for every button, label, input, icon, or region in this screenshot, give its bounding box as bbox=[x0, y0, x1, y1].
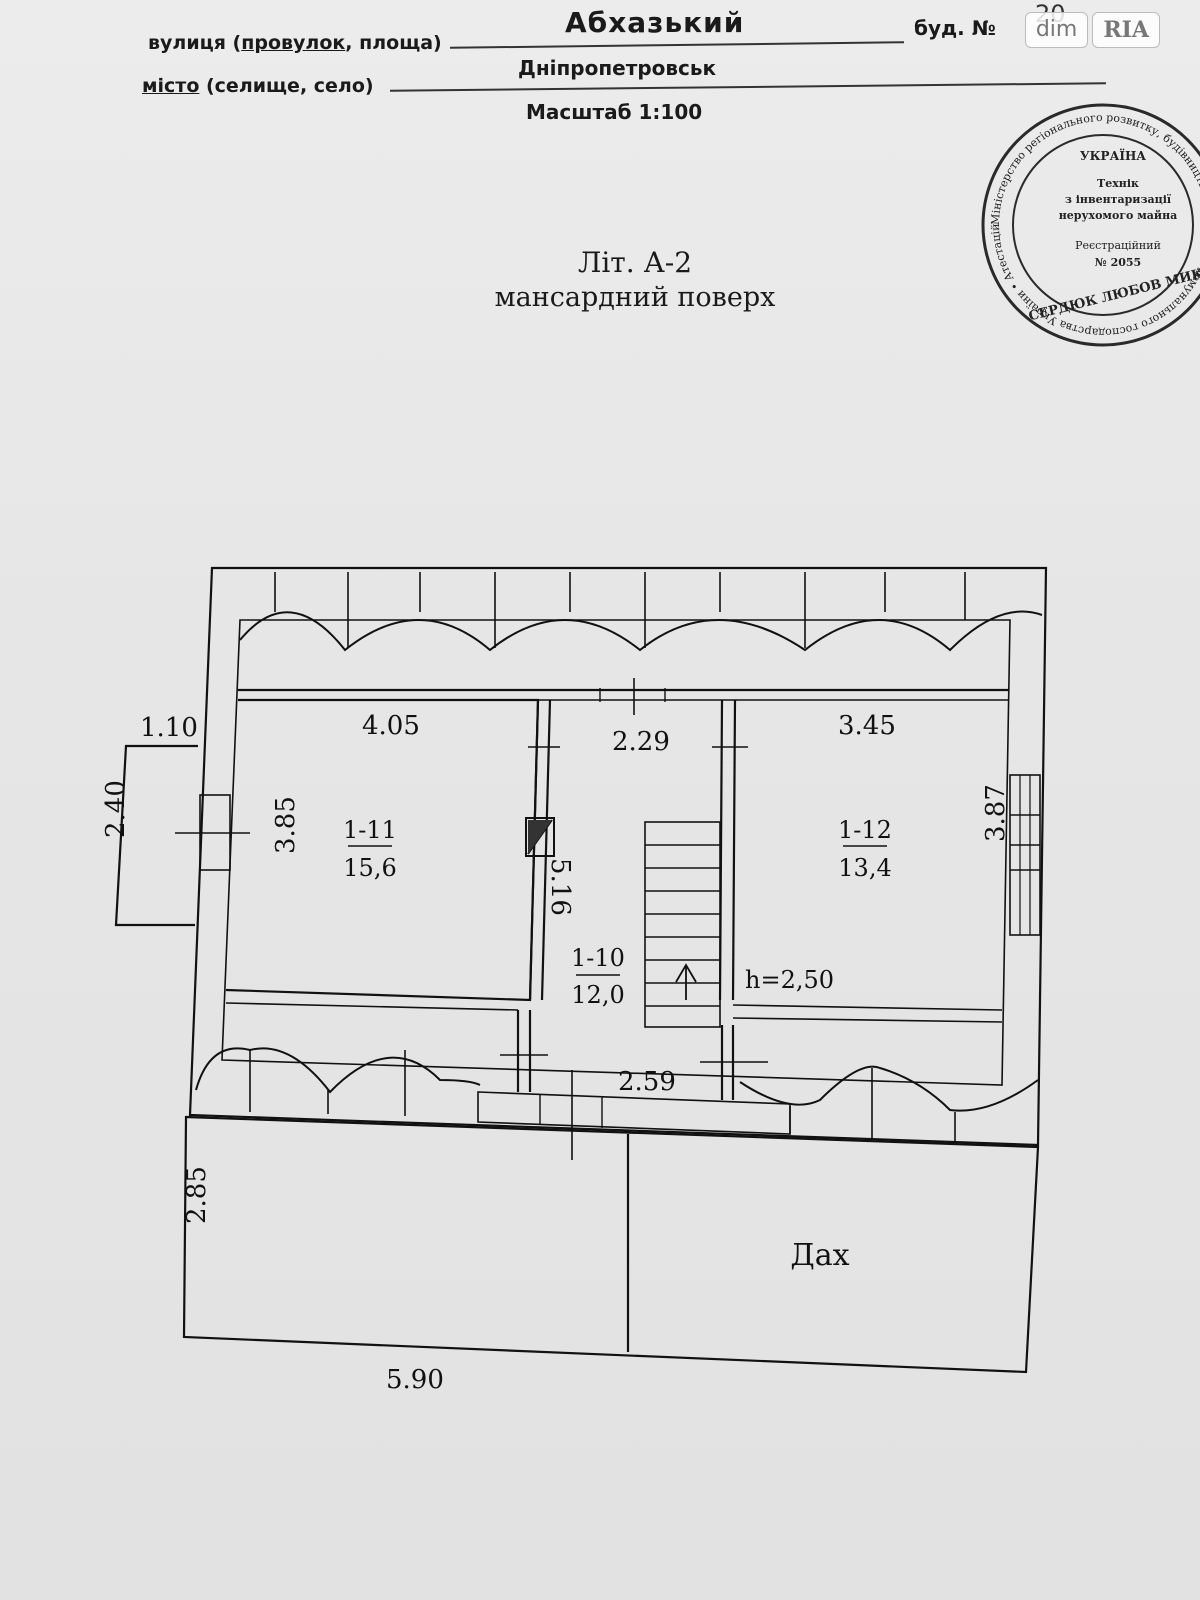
east-window bbox=[1009, 774, 1041, 936]
dim-room11-depth: 3.85 bbox=[271, 796, 301, 854]
stamp-line3: нерухомого майна bbox=[1059, 209, 1178, 222]
stamp-line5: № 2055 bbox=[1095, 256, 1141, 269]
street-label-underlined: провулок bbox=[241, 32, 346, 54]
roof-outline bbox=[182, 1115, 1040, 1374]
stamp-country: УКРАЇНА bbox=[1080, 148, 1146, 163]
official-stamp: Міністерство регіонального розвитку, буд… bbox=[978, 100, 1200, 347]
plan-title-line1: Літ. А-2 bbox=[577, 246, 693, 279]
dim-room11-width: 4.05 bbox=[362, 711, 420, 741]
dim-room12-width: 3.45 bbox=[838, 711, 896, 741]
ceiling-height: h=2,50 bbox=[745, 966, 834, 994]
dim-roof-depth: 2.85 bbox=[182, 1166, 212, 1224]
roof-label: Дах bbox=[790, 1238, 849, 1273]
dim-hall-width-bottom: 2.59 bbox=[618, 1067, 676, 1097]
stamp-line1: Технік bbox=[1097, 177, 1139, 190]
dim-room12-depth: 3.87 bbox=[981, 784, 1011, 842]
watermark-dim: dim bbox=[1024, 12, 1089, 48]
dim-hall-width-top: 2.29 bbox=[612, 727, 670, 757]
street-label: вулиця (провулок, площа) bbox=[148, 32, 442, 54]
porch-outline bbox=[114, 744, 198, 927]
bottom-left-wave bbox=[195, 1047, 481, 1094]
stamp-line2: з інвентаризації bbox=[1065, 193, 1172, 206]
city-value: Дніпропетровськ bbox=[518, 56, 717, 80]
room-1-12-area: 13,4 bbox=[838, 854, 891, 882]
scale-label: Масштаб 1:100 bbox=[526, 100, 703, 124]
plan-title-line2: мансардний поверх bbox=[494, 282, 776, 313]
staircase bbox=[644, 821, 721, 1028]
top-rafters bbox=[274, 572, 966, 648]
chimney bbox=[525, 817, 555, 857]
city-label-rest: (селище, село) bbox=[199, 75, 374, 97]
street-value: Абхазький bbox=[565, 6, 745, 39]
inner-wall-line bbox=[221, 619, 1011, 1086]
watermark-ria: RIA bbox=[1092, 12, 1160, 48]
room-1-12-id: 1-12 bbox=[838, 816, 892, 844]
outer-wall bbox=[188, 566, 1048, 1147]
dim-porch-depth: 2.40 bbox=[101, 780, 131, 838]
dim-porch-width: 1.10 bbox=[140, 713, 198, 743]
stamp-line4: Реєстраційний bbox=[1075, 239, 1161, 252]
watermark: dim RIA bbox=[1024, 12, 1160, 48]
room-1-10-area: 12,0 bbox=[571, 981, 624, 1009]
dim-hall-length: 5.16 bbox=[545, 858, 575, 916]
room-1-11-area: 15,6 bbox=[343, 854, 396, 882]
building-label: буд. № bbox=[914, 16, 996, 40]
city-label-word: місто bbox=[142, 75, 200, 97]
room-1-11-id: 1-11 bbox=[343, 816, 397, 844]
bottom-partition bbox=[477, 1091, 791, 1135]
street-label-end: , площа) bbox=[345, 32, 442, 54]
street-label-start: вулиця ( bbox=[148, 32, 242, 54]
city-label: місто (селище, село) bbox=[142, 75, 374, 97]
top-roof-wave bbox=[239, 610, 1043, 652]
bottom-right-wave bbox=[739, 1065, 1039, 1112]
room-1-10-id: 1-10 bbox=[571, 944, 625, 972]
bottom-left-rafters bbox=[249, 1050, 406, 1116]
dim-total-width: 5.90 bbox=[386, 1365, 444, 1395]
